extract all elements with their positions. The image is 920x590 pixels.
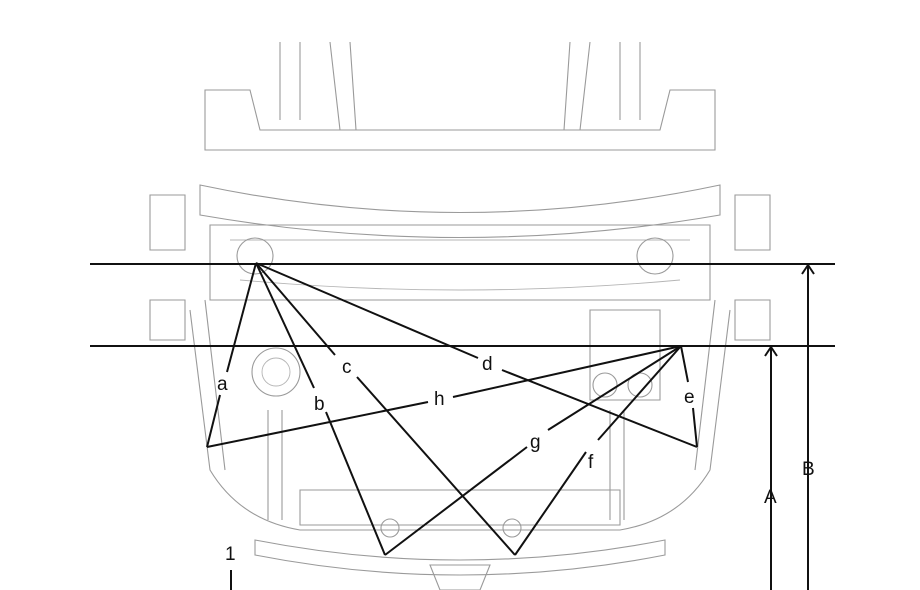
label-A: A (764, 487, 777, 508)
arrowhead-a-icon (764, 345, 778, 357)
label-e: e (684, 387, 695, 408)
label-g: g (530, 432, 541, 453)
dimension-line-e (680, 345, 698, 448)
dimension-line-b (255, 262, 386, 556)
dimension-line-d (255, 262, 698, 448)
callout-1: 1 (225, 544, 236, 565)
label-b: b (314, 394, 325, 415)
dimension-line-a (206, 262, 257, 448)
dimension-lines (206, 262, 698, 590)
dimension-line-f (514, 345, 682, 556)
label-h: h (434, 389, 445, 410)
dimension-line-c (255, 262, 516, 556)
label-c: c (342, 357, 352, 378)
dimension-line-g (384, 345, 682, 556)
label-d: d (482, 354, 493, 375)
vehicle-front-body-outline (149, 41, 771, 590)
label-a: a (217, 374, 228, 395)
dimension-line-h (206, 345, 682, 448)
label-f: f (588, 452, 594, 473)
arrowhead-b-icon (801, 263, 815, 275)
label-B: B (802, 459, 815, 480)
